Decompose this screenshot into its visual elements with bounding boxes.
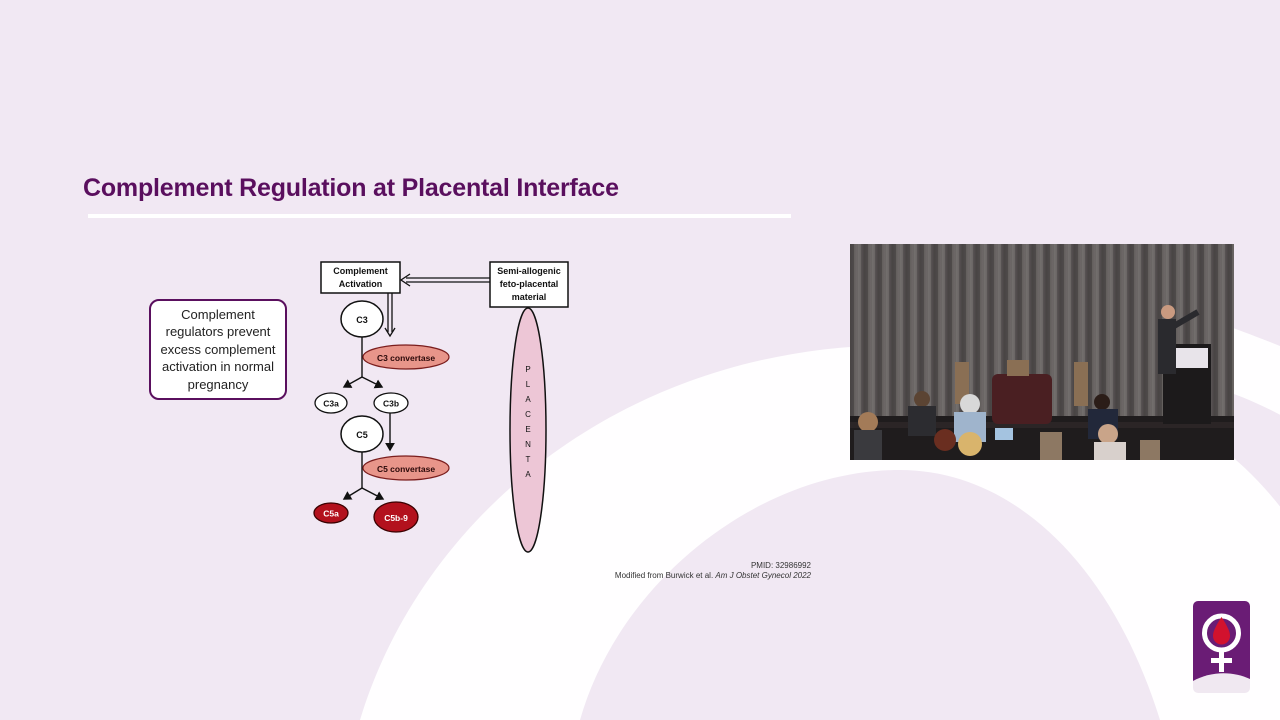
c5b9-node: C5b-9 [373,501,419,533]
stage-edge [850,422,1234,428]
audience-7-body [1094,442,1126,460]
video-scene [850,244,1234,460]
semi-allogenic-line2: feto-placental [500,279,559,289]
c5-node: C5 [340,415,384,453]
audience-3 [960,394,980,414]
complement-activation-line1: Complement [333,266,388,276]
placenta-letter-1: P [525,365,530,374]
audience-chair-2 [1140,440,1160,460]
semi-allogenic-line1: Semi-allogenic [497,266,561,276]
c3-label: C3 [356,315,368,325]
c3-convertase-node: C3 convertase [362,344,450,370]
c3-convertase-label: C3 convertase [377,353,435,363]
audience-2 [914,391,930,407]
audience-2-body [908,406,936,436]
audience-1-body [854,430,882,460]
stage-chair-left [955,362,969,404]
c5-convertase-node: C5 convertase [362,455,450,481]
stage-chair-right [1074,362,1088,406]
c3b-node: C3b [373,392,409,414]
split-c5a [342,487,363,500]
reference-prefix: Modified from Burwick et al. [614,571,716,580]
laptop [995,428,1013,440]
split-c3a [342,376,363,388]
round-table [992,374,1052,424]
podium-sign [1166,348,1208,368]
placenta-letter-3: A [525,395,531,404]
split-c5b9 [361,487,385,501]
stage-chair-mid [1007,360,1029,376]
stimulus-arrow [399,273,490,287]
audience-4 [934,429,956,451]
title-underline [88,214,791,218]
society-logo [1193,601,1250,693]
slide-panel: Complement Regulation at Placental Inter… [83,174,811,580]
placenta-letter-6: N [525,440,531,449]
speaker-body [1158,319,1176,374]
placenta-letter-8: A [525,470,531,479]
c5-convertase-label: C5 convertase [377,464,435,474]
reference-journal: Am J Obstet Gynecol 2022 [715,571,811,580]
semi-allogenic-line3: material [512,292,547,302]
speaker-video[interactable] [850,244,1234,460]
audience-chair-1 [1040,432,1062,460]
complement-activation-box: Complement Activation [320,261,401,294]
audience-1 [858,412,878,432]
placenta-letter-2: L [526,380,531,389]
complement-activation-line2: Activation [339,279,383,289]
reference-modified-from: Modified from Burwick et al. Am J Obstet… [615,571,811,580]
semi-allogenic-box: Semi-allogenic feto-placental material [489,261,569,308]
c3-node: C3 [340,300,384,338]
audience-6 [1094,394,1110,410]
c3b-label: C3b [383,399,399,409]
speaker-arm [1172,309,1200,329]
regulators-note-text: Complement regulators prevent excess com… [160,306,276,392]
placenta-letter-4: C [525,410,531,419]
regulators-note-box: Complement regulators prevent excess com… [149,299,287,400]
audience-7 [1098,424,1118,444]
c5a-node: C5a [313,502,349,524]
blood-drop-icon [1213,617,1230,645]
c5a-label: C5a [323,509,339,519]
c5b9-label: C5b-9 [384,513,408,523]
placenta-letter-5: E [525,425,530,434]
activation-arrow [384,293,396,338]
split-c3b [361,376,384,389]
c3a-node: C3a [314,392,348,414]
c5-label: C5 [356,430,368,440]
placenta-shape: P L A C E N T A [509,307,547,553]
reference-pmid: PMID: 32986992 [750,561,811,570]
speaker-head [1161,305,1175,319]
complement-cascade-diagram: Complement Activation Semi-allogenic fet… [313,261,569,553]
audience-5 [958,432,982,456]
placenta-letter-7: T [526,455,531,464]
c3a-label: C3a [323,399,339,409]
slide-title: Complement Regulation at Placental Inter… [83,174,619,202]
